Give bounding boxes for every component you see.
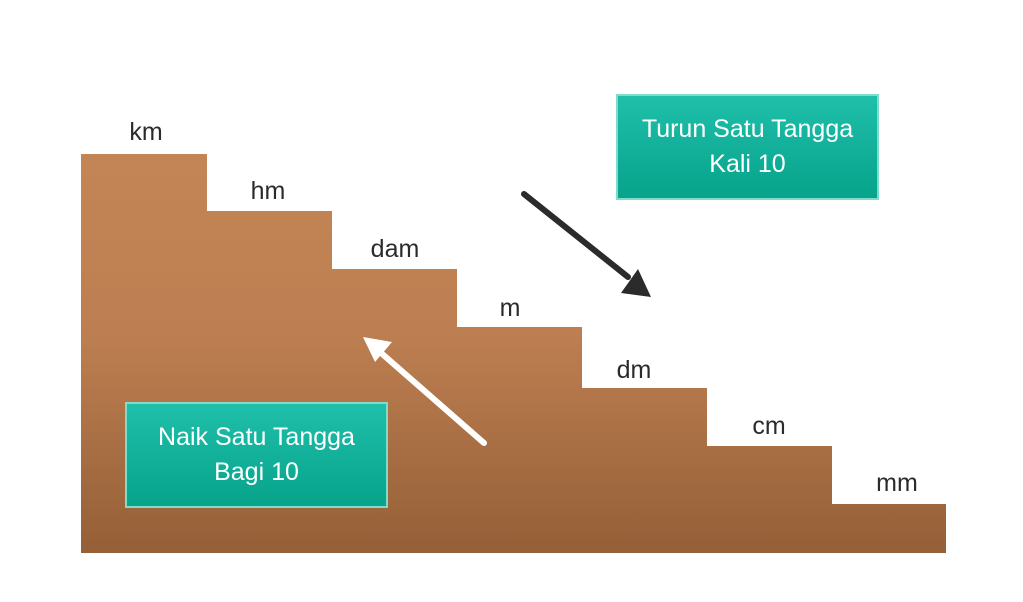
divide-box-line1: Naik Satu Tangga [158, 423, 355, 451]
unit-label-mm: mm [876, 469, 918, 497]
multiply-box-line2: Kali 10 [709, 150, 786, 178]
arrow-down-icon [521, 191, 651, 297]
unit-label-m: m [499, 294, 521, 322]
divide-box-line2: Bagi 10 [214, 458, 299, 486]
unit-label-dm: dm [616, 356, 652, 384]
unit-label-km: km [129, 118, 163, 146]
arrow-up-icon [363, 337, 487, 446]
unit-label-cm: cm [752, 412, 786, 440]
divide-by-10-box: Naik Satu Tangga Bagi 10 [125, 402, 388, 508]
multiply-box-line1: Turun Satu Tangga [641, 115, 854, 143]
multiply-by-10-box: Turun Satu Tangga Kali 10 [616, 94, 879, 200]
unit-label-hm: hm [250, 177, 286, 205]
unit-label-dam: dam [370, 235, 420, 263]
